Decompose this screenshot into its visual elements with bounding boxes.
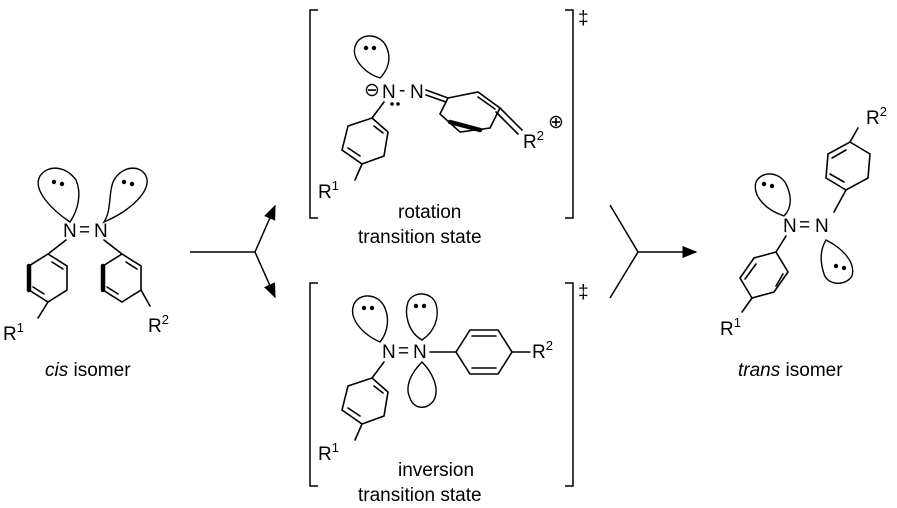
trans-n-bond: = bbox=[799, 215, 810, 236]
trans-lone-pair-lobe-lower bbox=[820, 239, 854, 284]
trans-lone-pair-lobe-upper bbox=[754, 173, 791, 217]
cis-r1-label: R1 bbox=[3, 320, 24, 345]
inversion-bracket-left bbox=[309, 282, 318, 487]
rotation-plus-charge: ⊕ bbox=[548, 112, 564, 133]
cis-n-bond: = bbox=[79, 220, 90, 241]
cis-lone-pair-lobe-right bbox=[102, 167, 148, 224]
cis-n-right: N bbox=[94, 221, 108, 242]
inversion-n-left: N bbox=[382, 342, 396, 363]
rotation-r1-label: R1 bbox=[318, 178, 339, 203]
trans-r2-label: R2 bbox=[866, 104, 887, 129]
inversion-lone-pair-lobe-top bbox=[405, 293, 438, 341]
rotation-n-bond: - bbox=[399, 80, 405, 101]
rotation-bracket-left bbox=[309, 9, 318, 219]
trans-n-right: N bbox=[815, 216, 829, 237]
rotation-label-line2: transition state bbox=[358, 227, 482, 248]
inversion-n-right: N bbox=[413, 342, 427, 363]
rotation-transition-state: ‡ ⊖ N - N R2 ⊕ R1 rotation transition st… bbox=[309, 8, 589, 248]
merge-arrows-right bbox=[609, 204, 698, 299]
trans-n-left: N bbox=[783, 216, 797, 237]
trans-isomer-structure: R2 N = N R1 bbox=[720, 104, 887, 340]
rotation-label-line1: rotation bbox=[398, 202, 461, 223]
cis-n-left: N bbox=[63, 221, 77, 242]
branch-arrows-left bbox=[190, 204, 276, 299]
cis-lone-pair-lobe-left bbox=[37, 167, 80, 223]
inversion-lone-pair-lobe-bottom bbox=[407, 361, 437, 408]
inversion-lone-pair-lobe-left bbox=[351, 295, 389, 343]
cis-isomer-label: cis isomer bbox=[45, 360, 131, 381]
trans-r1-label: R1 bbox=[720, 315, 741, 340]
trans-isomer-label: trans isomer bbox=[738, 360, 843, 381]
inversion-transition-state: ‡ N = N R2 R1 inversion transition state bbox=[309, 282, 589, 506]
rotation-double-dagger: ‡ bbox=[578, 8, 589, 29]
inversion-n-bond: = bbox=[398, 341, 409, 362]
rotation-minus-charge: ⊖ bbox=[364, 80, 380, 101]
inversion-r2-label: R2 bbox=[532, 338, 553, 363]
inversion-double-dagger: ‡ bbox=[578, 282, 589, 303]
rotation-n-left: N bbox=[382, 82, 396, 103]
inversion-r1-label: R1 bbox=[318, 440, 339, 465]
rotation-r2-label: R2 bbox=[523, 128, 544, 153]
inversion-bracket-right bbox=[565, 282, 574, 487]
rotation-lone-pair-lobe bbox=[353, 35, 390, 79]
cis-isomer-structure: N = N R1 R2 bbox=[3, 167, 169, 345]
rotation-n-right: N bbox=[410, 82, 424, 103]
inversion-label-line1: inversion bbox=[398, 460, 474, 481]
rotation-bracket-right bbox=[565, 9, 574, 219]
inversion-label-line2: transition state bbox=[358, 485, 482, 506]
cis-r2-label: R2 bbox=[148, 312, 169, 337]
